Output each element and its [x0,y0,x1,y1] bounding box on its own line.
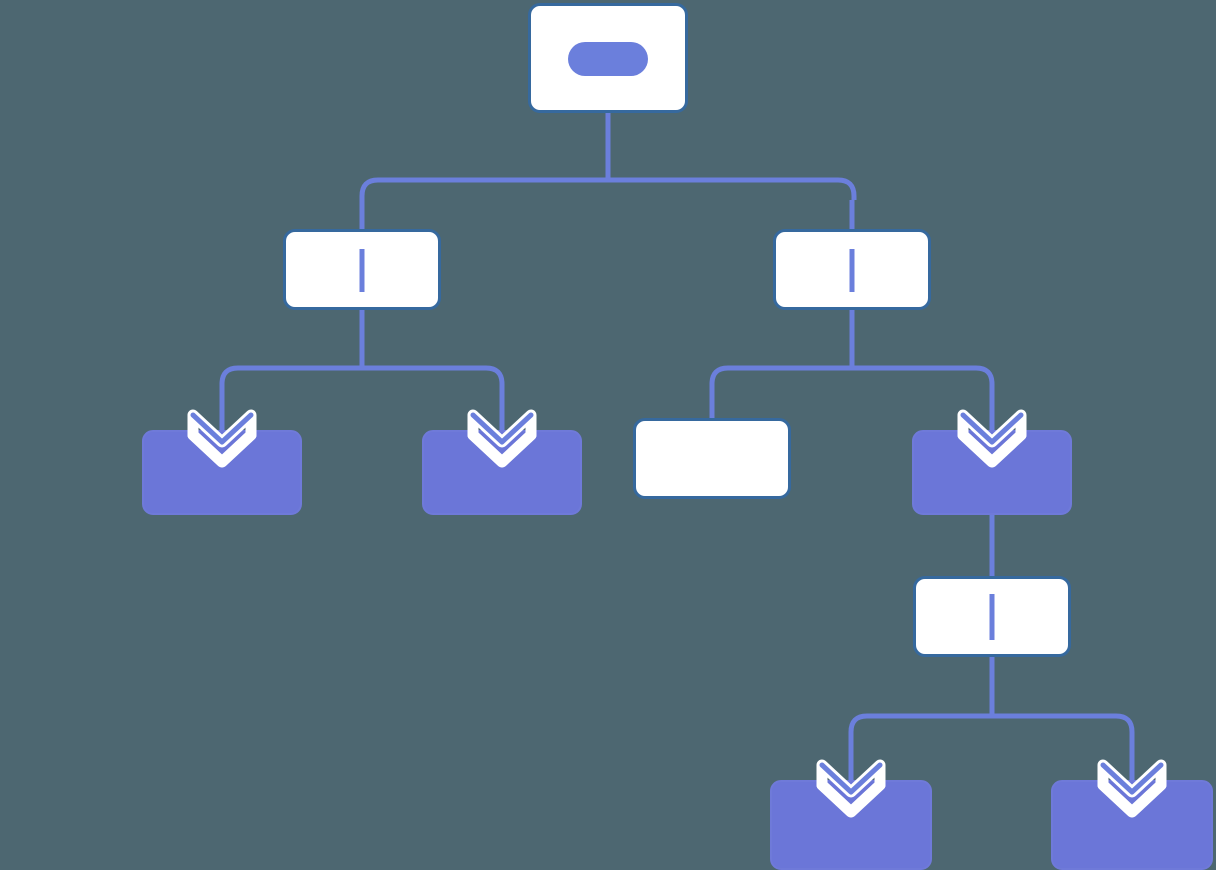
node-leaf-5[interactable] [770,780,932,870]
node-root[interactable] [528,3,688,113]
node-leaf-4[interactable] [912,430,1072,515]
node-branch-right[interactable] [773,229,931,310]
node-leaf-2[interactable] [422,430,582,515]
node-leaf-6[interactable] [1051,780,1213,870]
node-leaf-3[interactable] [633,418,791,499]
node-branch-left[interactable] [283,229,441,310]
node-branch-lower[interactable] [913,576,1071,657]
node-leaf-1[interactable] [142,430,302,515]
root-pill-badge [568,42,648,76]
